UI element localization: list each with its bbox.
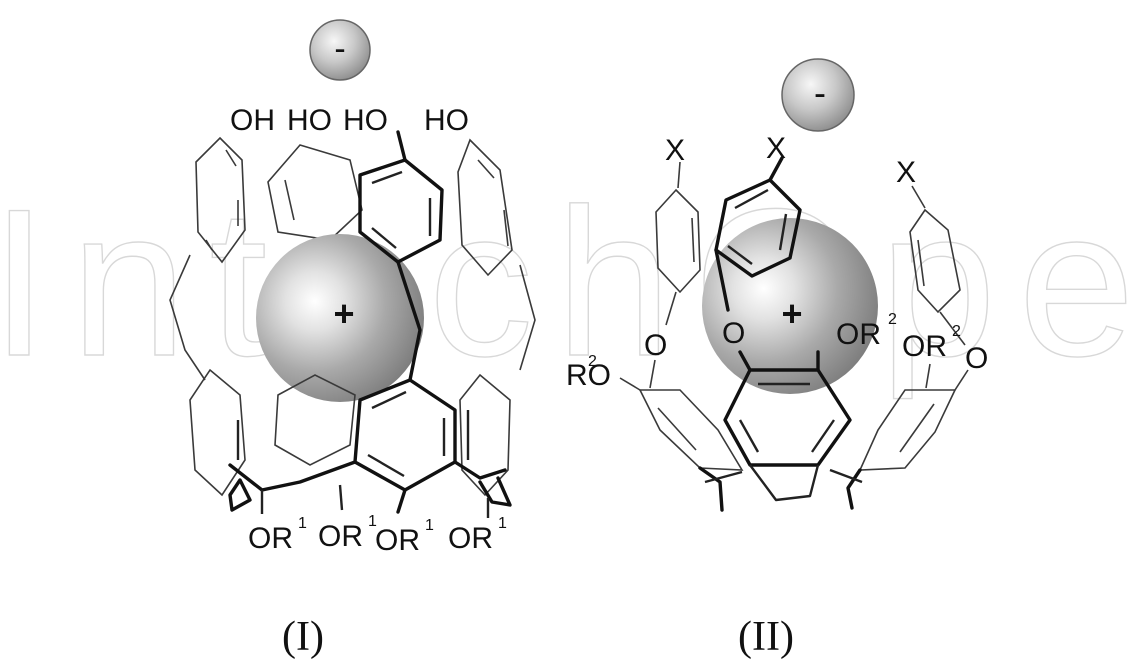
- label-ho-2: HO: [287, 104, 332, 137]
- ring-lower-right: [459, 373, 511, 497]
- label-ho-4: HO: [424, 104, 469, 137]
- svg-text:RO: RO: [566, 359, 611, 392]
- label-o-1: O: [644, 329, 667, 362]
- svg-text:OR: OR: [836, 318, 881, 351]
- label-oh-1: OH: [230, 104, 275, 137]
- anion-sign-ii: -: [814, 72, 826, 113]
- label-or2-2: OR 2: [902, 323, 961, 363]
- svg-text:1: 1: [368, 513, 377, 530]
- ring-ii-left: [655, 161, 701, 326]
- label-or1-2: OR 1: [318, 513, 377, 553]
- svg-text:2: 2: [588, 353, 597, 370]
- ring-lower-left: [189, 368, 246, 497]
- label-ho-3: HO: [343, 104, 388, 137]
- label-or1-4: OR 1: [448, 515, 507, 555]
- label-o-2: O: [722, 317, 745, 350]
- svg-text:OR: OR: [902, 330, 947, 363]
- ring-ii-lower-right: [858, 363, 969, 471]
- svg-text:2: 2: [888, 311, 897, 328]
- svg-text:1: 1: [498, 515, 507, 532]
- label-x-3: X: [896, 156, 916, 189]
- ring-ii-lower-left: [619, 359, 744, 471]
- label-o-4: O: [965, 342, 988, 375]
- caption-i: (I): [282, 614, 324, 660]
- cation-sign-ii: +: [781, 293, 802, 334]
- cation-sign-i: +: [333, 293, 354, 334]
- ring-ii-top: [714, 156, 802, 312]
- label-or1-1: OR 1: [248, 515, 307, 555]
- svg-text:OR: OR: [448, 522, 493, 555]
- ring-front-top: [358, 130, 444, 382]
- cation-ball-ii: [702, 218, 878, 394]
- caption-ii: (II): [738, 614, 794, 660]
- ring-right-back: [457, 138, 513, 277]
- ring-left-back: [195, 136, 246, 264]
- ring-ii-right: [909, 185, 966, 346]
- label-or1-3: OR 1: [375, 517, 434, 557]
- ring-lower-middle-back: [274, 374, 356, 466]
- watermark-text: IntechOpen: [0, 165, 1143, 400]
- svg-text:1: 1: [298, 515, 307, 532]
- label-x-2: X: [766, 132, 786, 165]
- anion-sign-i: -: [334, 30, 345, 68]
- svg-text:OR: OR: [318, 520, 363, 553]
- svg-text:1: 1: [425, 517, 434, 534]
- structure-ii: - X X X + O: [566, 58, 988, 660]
- svg-text:2: 2: [952, 323, 961, 340]
- svg-text:OR: OR: [375, 524, 420, 557]
- structure-i: - OH HO HO HO +: [169, 19, 536, 660]
- cation-ball-i: [256, 234, 424, 402]
- label-r2o: RO 2: [566, 353, 611, 392]
- anion-ball-i: [309, 19, 371, 81]
- anion-ball-ii: [781, 58, 855, 132]
- label-or2-1: OR 2: [836, 311, 897, 351]
- svg-text:OR: OR: [248, 522, 293, 555]
- label-x-1: X: [665, 134, 685, 167]
